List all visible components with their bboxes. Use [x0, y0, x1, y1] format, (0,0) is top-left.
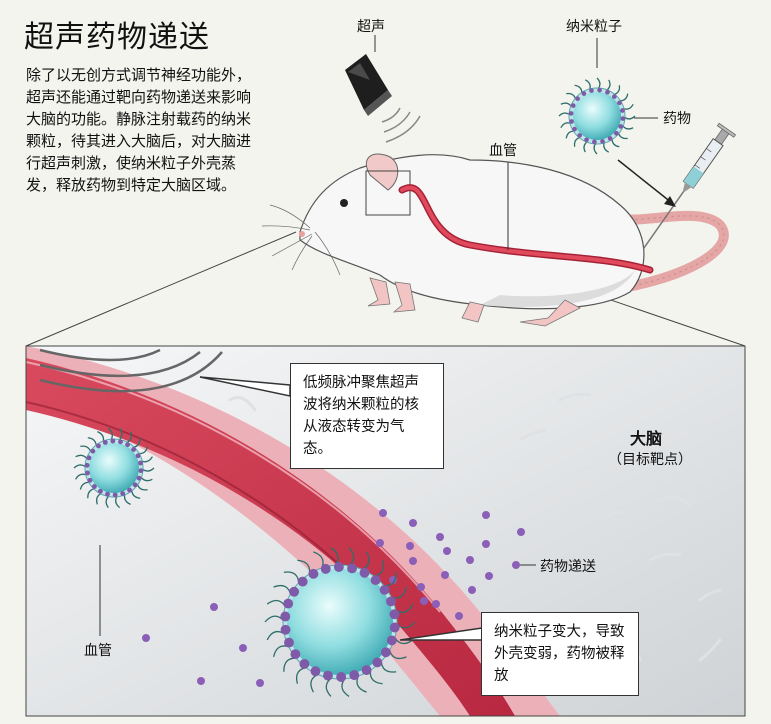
nanoparticle-panel: [73, 427, 155, 509]
label-brain: 大脑: [630, 429, 663, 448]
nanoparticle-large: [264, 547, 416, 697]
rat-whiskers: [261, 204, 341, 276]
zoom-panel-frame: [25, 345, 746, 717]
zoom-line-left: [25, 231, 297, 347]
rat-nose: [299, 231, 305, 237]
rat-body: [299, 154, 645, 310]
vessel-lumen: [26, 358, 515, 716]
head-focus-box: [365, 170, 411, 216]
rat-ear: [365, 153, 399, 191]
callout-low-frequency: 低频脉冲聚焦超声波将纳米颗粒的核从液态转变为气态。: [290, 363, 444, 469]
syringe: [642, 122, 737, 250]
rat-paws: [367, 277, 581, 327]
description-text: 除了以无创方式调节神经功能外，超声还能通过靶向药物递送来影响大脑的功能。静脉注射…: [26, 66, 252, 194]
drug-delivery-dot: [512, 561, 520, 569]
rat-shading: [480, 270, 635, 307]
ultrasound-waves: [381, 107, 421, 143]
label-drug: 药物: [663, 111, 691, 127]
injection-arrowhead: [664, 196, 676, 207]
label-ultrasound: 超声: [357, 19, 385, 35]
label-blood-vessel-bottom: 血管: [84, 643, 112, 659]
label-drug-delivery: 药物递送: [540, 559, 596, 575]
rat-eye: [340, 199, 348, 207]
ultrasound-transducer: [345, 54, 392, 116]
label-brain-target: （目标靶点）: [608, 452, 692, 468]
nanoparticle-small: [558, 77, 636, 155]
label-blood-vessel-top: 血管: [489, 143, 517, 159]
callout-particle-enlarge: 纳米粒子变大，导致外壳变弱，药物被释放: [481, 612, 639, 696]
page-title: 超声药物递送: [24, 20, 210, 55]
panel-ultrasound-waves: [39, 348, 223, 393]
rat-tail-rings: [609, 215, 725, 291]
injection-arrow: [617, 159, 673, 204]
rat-vessel: [400, 185, 652, 272]
label-nanoparticle: 纳米粒子: [566, 19, 622, 35]
drug-dots: [142, 509, 525, 687]
